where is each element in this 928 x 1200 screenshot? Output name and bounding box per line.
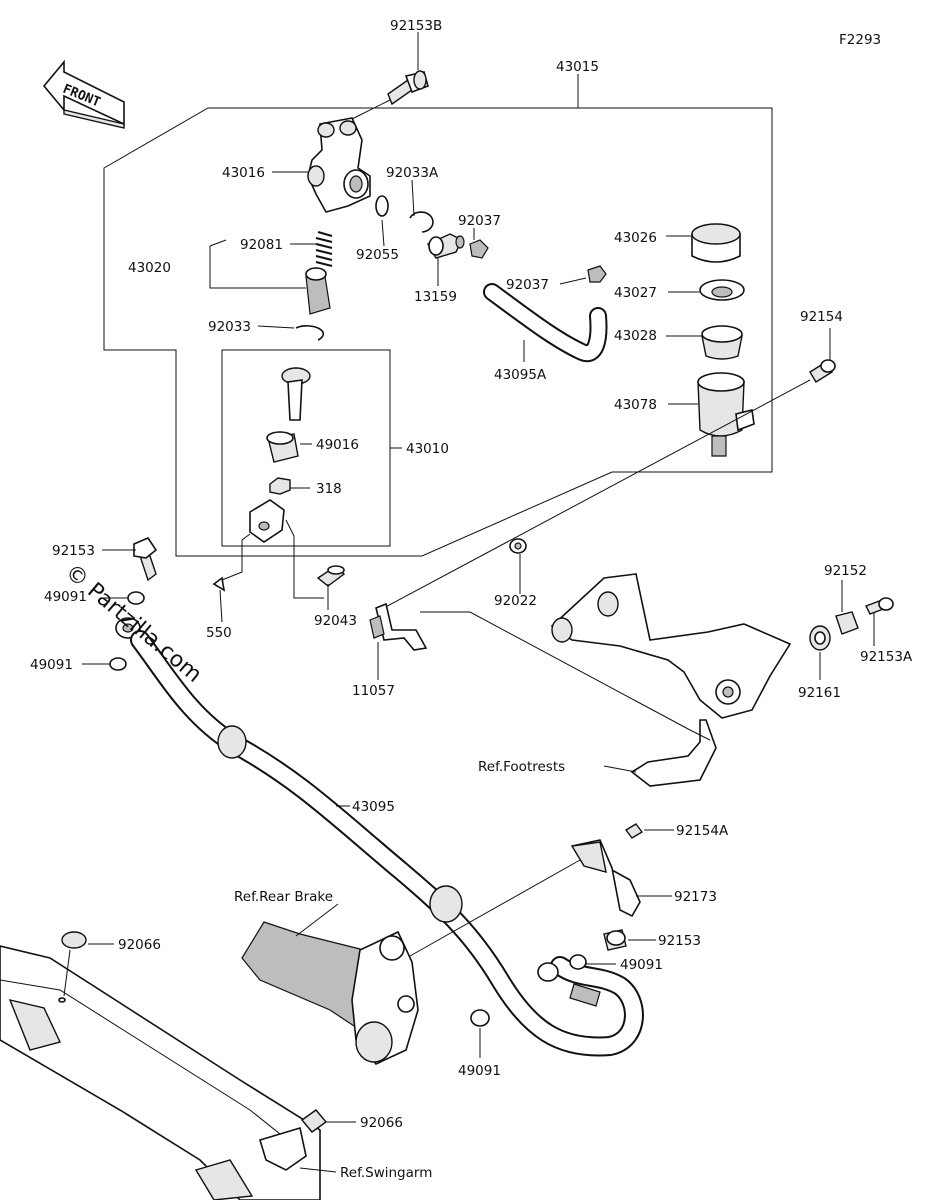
label-13159: 13159 (414, 289, 457, 305)
diaphragm-plate-43027 (699, 279, 745, 301)
label-92152: 92152 (824, 563, 867, 579)
label-92153A: 92153A (860, 649, 913, 665)
label-43028: 43028 (614, 328, 657, 344)
washer-49091-d (470, 1009, 490, 1027)
rear-caliper (241, 921, 419, 1065)
callout-labels: 92153B 43015 43016 92033A 92037 92055 43… (30, 18, 913, 1181)
label-ref-swingarm: Ref.Swingarm (340, 1165, 432, 1181)
label-92037-lower: 92037 (506, 277, 549, 293)
label-92161: 92161 (798, 685, 841, 701)
snap-ring-92033 (295, 325, 325, 341)
figure-code: F2293 (839, 32, 881, 48)
brake-hose-43095 (130, 630, 644, 1057)
label-43015: 43015 (556, 59, 599, 75)
label-11057: 11057 (352, 683, 395, 699)
clip-92066-upper (58, 931, 87, 1003)
bracket-11057 (369, 602, 428, 651)
label-92154: 92154 (800, 309, 843, 325)
hose-clamp-92173 (570, 839, 641, 918)
master-cylinder-body-43016 (307, 117, 371, 213)
label-49091-d: 49091 (458, 1063, 501, 1079)
reservoir-cap-43026 (691, 223, 741, 263)
label-49091-c: 49091 (620, 957, 663, 973)
label-92153-lower: 92153 (658, 933, 701, 949)
diaphragm-43028 (701, 325, 743, 360)
label-92066-upper: 92066 (118, 937, 161, 953)
cotter-pin-550 (212, 576, 226, 592)
label-43026: 43026 (614, 230, 657, 246)
label-92022: 92022 (494, 593, 537, 609)
nut-318 (269, 477, 291, 495)
label-43078: 43078 (614, 397, 657, 413)
assembly-43010-boundary (221, 349, 391, 547)
banjo-bolt-92153-upper (133, 537, 158, 582)
label-92154A: 92154A (676, 823, 729, 839)
piston-43020 (305, 267, 331, 315)
label-318: 318 (316, 481, 342, 497)
clamp-92037-lower (587, 265, 607, 283)
label-92153-upper: 92153 (52, 543, 95, 559)
label-43016: 43016 (222, 165, 265, 181)
assembly-43015-boundary (103, 107, 773, 557)
banjo-bolt-92153-lower (603, 929, 627, 951)
front-direction-arrow-icon: FRONT (42, 59, 125, 129)
label-49091-b: 49091 (30, 657, 73, 673)
washer-49091-b (109, 657, 127, 671)
bolt-92153A (865, 597, 894, 615)
label-92043: 92043 (314, 613, 357, 629)
label-43027: 43027 (614, 285, 657, 301)
label-49091-a: 49091 (44, 589, 87, 605)
bolt-92153B (387, 70, 429, 106)
swingarm (0, 945, 321, 1200)
label-43020: 43020 (128, 260, 171, 276)
footrest-bracket (550, 573, 792, 787)
label-49016: 49016 (316, 437, 359, 453)
fitting-13159 (427, 233, 465, 259)
label-ref-rear-brake: Ref.Rear Brake (234, 889, 333, 905)
banjo-fitting-lower (537, 962, 559, 982)
reservoir-hose-43095A (483, 283, 608, 362)
o-ring-92055 (375, 195, 389, 217)
label-92037-upper: 92037 (458, 213, 501, 229)
clevis (249, 499, 285, 543)
washer-49091-c (569, 954, 587, 970)
bolt-92154 (809, 359, 836, 383)
label-92081: 92081 (240, 237, 283, 253)
washer-49091-a (127, 591, 145, 605)
collar-92161 (809, 625, 831, 651)
boot-49016 (266, 431, 299, 463)
leader-lines (63, 32, 875, 1173)
push-rod (281, 367, 311, 421)
watermark: © Partzilla.com (60, 559, 206, 687)
clamp-92037-upper (469, 239, 489, 259)
label-ref-footrests: Ref.Footrests (478, 759, 565, 775)
label-92066-lower: 92066 (360, 1115, 403, 1131)
label-92033A: 92033A (386, 165, 439, 181)
label-92173: 92173 (674, 889, 717, 905)
bolt-92154A (624, 823, 644, 839)
spring-92081 (315, 231, 333, 267)
clip-92066-lower (259, 1109, 328, 1171)
label-92153B: 92153B (390, 18, 442, 34)
label-43095: 43095 (352, 799, 395, 815)
reservoir-tank-43078 (697, 372, 755, 457)
collar-92152 (835, 611, 859, 635)
label-550: 550 (206, 625, 232, 641)
label-92055: 92055 (356, 247, 399, 263)
label-43095A: 43095A (494, 367, 547, 383)
label-43010: 43010 (406, 441, 449, 457)
label-92033: 92033 (208, 319, 251, 335)
clevis-pin-92043 (316, 565, 346, 587)
